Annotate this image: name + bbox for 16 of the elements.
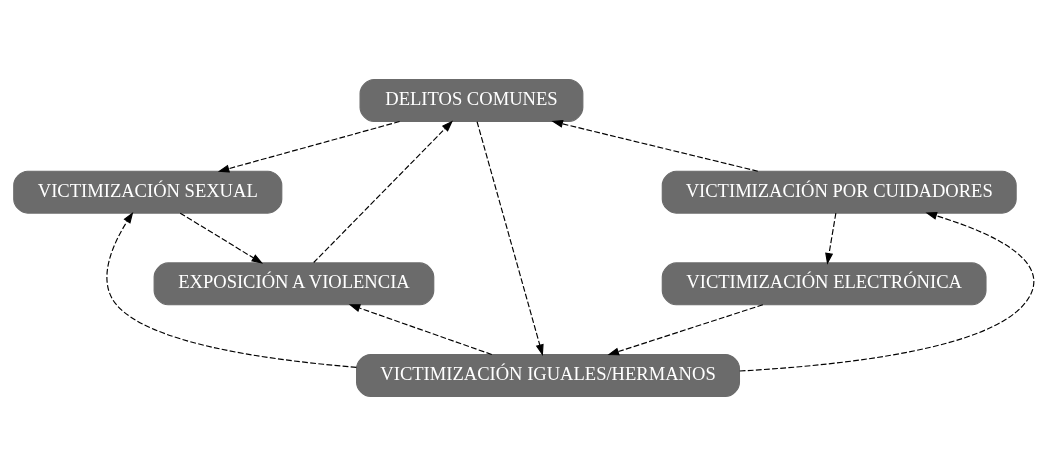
node-box: VICTIMIZACIÓN IGUALES/HERMANOS — [356, 353, 741, 397]
arrow — [739, 211, 1035, 372]
node-box: VICTIMIZACIÓN SEXUAL — [13, 170, 283, 214]
node-box: DELITOS COMUNES — [359, 78, 584, 122]
node-box: VICTIMIZACIÓN ELECTRÓNICA — [661, 261, 987, 305]
arrow — [476, 120, 544, 356]
arrow — [825, 212, 837, 265]
arrow — [106, 211, 357, 368]
arrow — [348, 303, 493, 355]
arrow — [313, 120, 453, 263]
arrow — [217, 120, 401, 173]
node-box: EXPOSICIÓN A VIOLENCIA — [153, 261, 435, 305]
arrow — [551, 119, 759, 172]
arrow — [179, 212, 264, 264]
arrow — [607, 303, 764, 355]
node-box: VICTIMIZACIÓN POR CUIDADORES — [661, 170, 1017, 214]
